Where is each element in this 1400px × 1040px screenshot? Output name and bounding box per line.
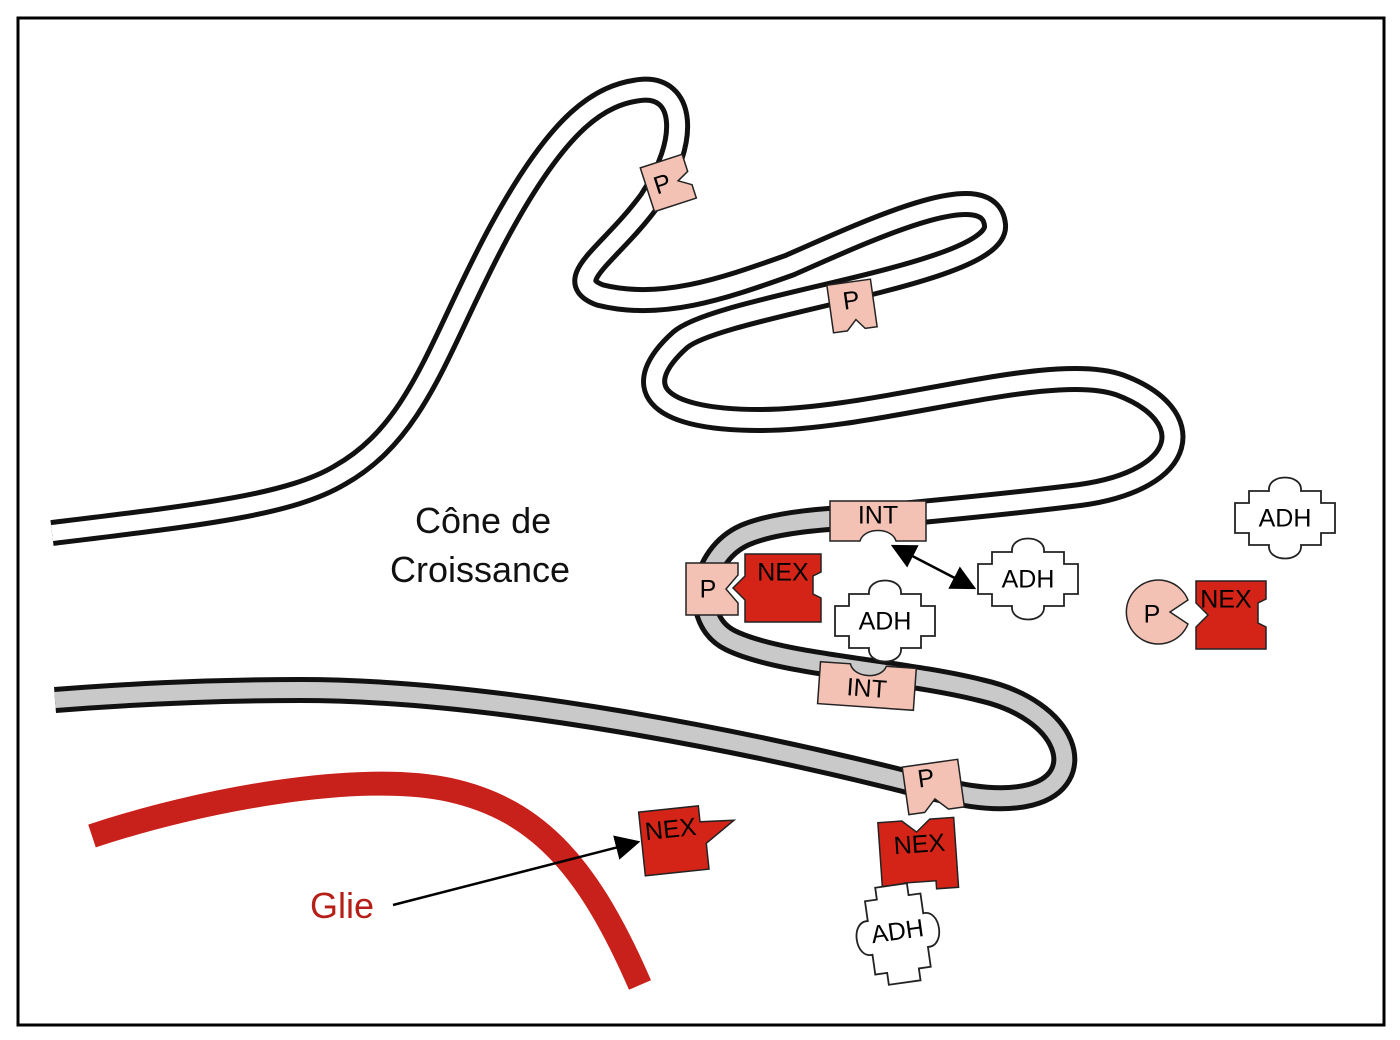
nex-label: NEX (644, 813, 698, 846)
p-receptor-middle: P (826, 278, 878, 334)
nex-bound-bottom: NEX (877, 816, 960, 894)
nex-label: NEX (1200, 586, 1252, 614)
growth-cone-membrane (50, 76, 1186, 812)
adh-label: ADH (1002, 566, 1055, 594)
adh-label: ADH (859, 608, 912, 636)
p-receptor-bottom: P (901, 758, 966, 816)
nex-bound-left: NEX (731, 553, 822, 623)
adh-label: ADH (1259, 505, 1312, 533)
p-receptor-top: P (639, 153, 698, 213)
int-label: INT (858, 502, 898, 530)
nex-released: NEX (637, 805, 737, 877)
adh-far-right: ADH (1234, 476, 1336, 560)
p-label: P (841, 286, 861, 316)
glia-label: Glie (310, 885, 374, 926)
adh-center: ADH (834, 579, 936, 663)
growth-cone-label-line1: Cône de (415, 500, 551, 541)
glia-process (88, 771, 652, 990)
adh-bottom: ADH (855, 882, 941, 986)
p-receptor-left: P (685, 562, 739, 616)
int-label: INT (846, 673, 888, 704)
p-label: P (916, 763, 936, 793)
nex-label: NEX (893, 829, 947, 861)
growth-cone-label-line2: Croissance (390, 549, 570, 590)
int-receptor-upper: INT (829, 500, 927, 542)
glia-arrow (392, 835, 641, 907)
figure-frame (16, 16, 1386, 1027)
p-label: P (700, 576, 717, 604)
nex-free-right: NEX (1195, 580, 1267, 650)
p-label: P (1144, 601, 1161, 629)
adh-right-arrowed: ADH (977, 537, 1079, 621)
int-receptor-lower: INT (816, 660, 918, 712)
nex-label: NEX (757, 559, 809, 587)
p-free-right: P (1125, 579, 1189, 645)
int-adh-binding-arrow (890, 544, 977, 590)
